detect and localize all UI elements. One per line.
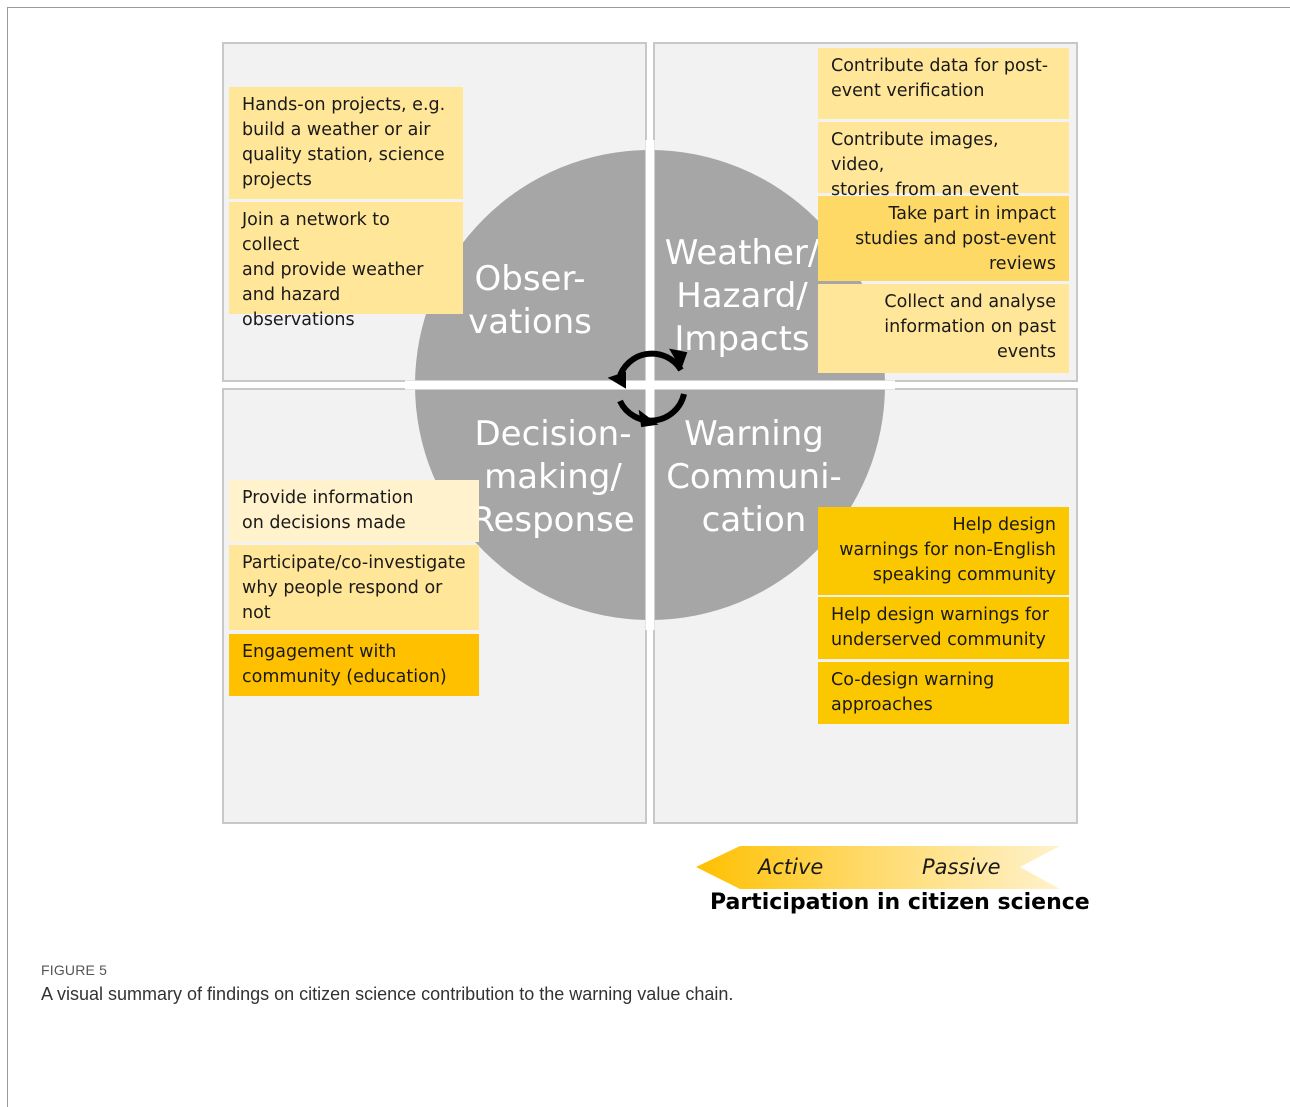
value-chain-circle	[415, 150, 1060, 889]
figure-frame	[7, 7, 1290, 1107]
participation-arrow	[696, 846, 1060, 889]
figure-caption: A visual summary of findings on citizen …	[41, 984, 734, 1004]
quadrant-label-observations: Obser- vations	[468, 259, 592, 342]
box-post-event-verification: Contribute data for post- event verifica…	[818, 48, 1069, 119]
legend-active-label: Active	[758, 855, 824, 879]
box-join-network: Join a network to collect and provide we…	[229, 202, 463, 330]
quadrant-label-weather: Weather/ Hazard/ Impacts	[664, 233, 820, 359]
box-co-design-warning: Co-design warning approaches	[818, 662, 1069, 724]
figure-label: FIGURE 5	[41, 962, 108, 978]
box-non-english-warnings: Help design warnings for non-English spe…	[818, 507, 1069, 595]
box-impact-studies: Take part in impact studies and post-eve…	[818, 196, 1069, 281]
box-decisions-made: Provide information on decisions made	[229, 480, 479, 542]
box-hands-on-projects: Hands-on projects, e.g. build a weather …	[229, 87, 463, 199]
box-contribute-images: Contribute images, video, stories from a…	[818, 122, 1069, 200]
box-underserved-warnings: Help design warnings for underserved com…	[818, 597, 1069, 659]
cycle-arrows-icon	[607, 348, 688, 428]
box-past-events: Collect and analyse information on past …	[818, 284, 1069, 373]
quadrant-label-warning: Warning Communi- cation	[666, 414, 842, 540]
quadrant-label-decision: Decision- making/ Response	[471, 414, 635, 540]
legend-title: Participation in citizen science	[710, 890, 1090, 915]
box-why-people-respond: Participate/co-investigate why people re…	[229, 545, 479, 630]
box-engagement-community: Engagement with community (education)	[229, 634, 479, 696]
legend-passive-label: Passive	[922, 855, 1001, 879]
